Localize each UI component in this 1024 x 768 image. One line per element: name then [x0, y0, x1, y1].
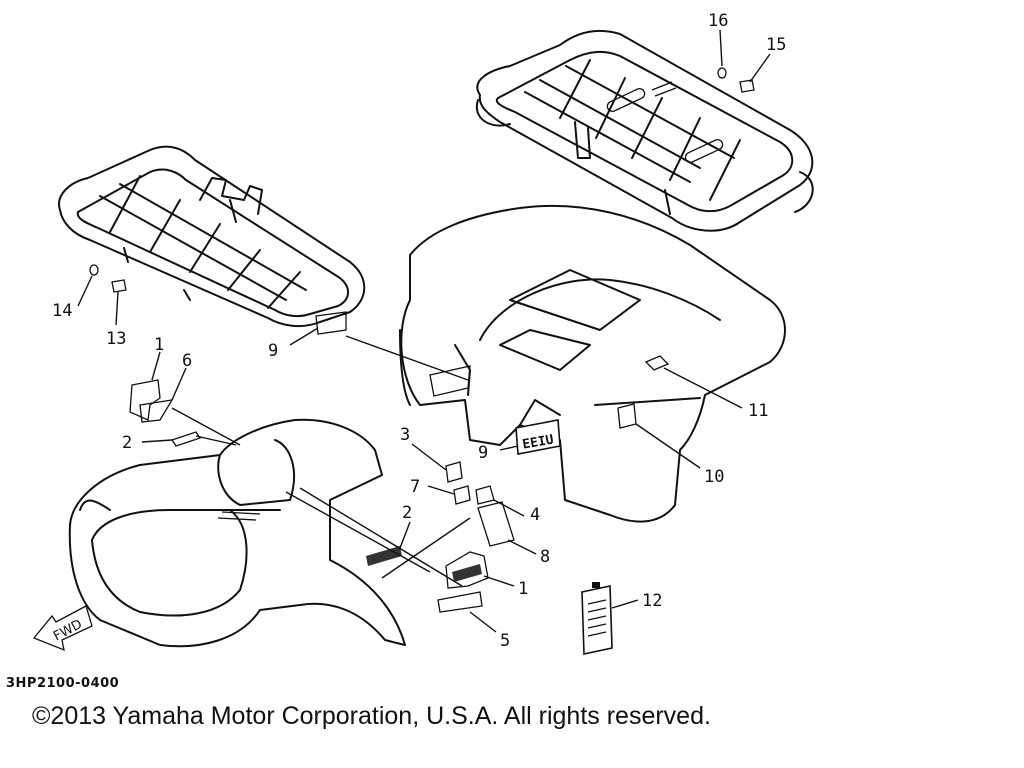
decals: [32, 67, 755, 655]
callout-3: 3: [400, 425, 410, 445]
callout-8: 8: [540, 547, 550, 567]
decal-text: EEIU: [521, 432, 555, 452]
callout-14: 14: [52, 301, 72, 321]
rear-fender: [399, 204, 786, 523]
callout-9-lower: 9: [478, 443, 488, 463]
callout-2-lower: 2: [402, 503, 412, 523]
callout-13: 13: [106, 329, 126, 349]
callout-5: 5: [500, 631, 510, 651]
front-carrier: [58, 145, 366, 328]
callout-7: 7: [410, 477, 420, 497]
callout-6: 6: [182, 351, 192, 371]
leader-lines: [77, 29, 771, 633]
callout-16: 16: [708, 11, 728, 31]
rear-carrier: [475, 29, 814, 232]
callout-12: 12: [642, 591, 662, 611]
callout-2-upper: 2: [122, 433, 132, 453]
callout-1-upper: 1: [154, 335, 164, 355]
callout-numbers: 1 1 2 2 3 4 5 6 7 8 9 9 10 11 12 13 14 1…: [52, 11, 786, 651]
callout-1-lower: 1: [518, 579, 528, 599]
callout-15: 15: [766, 35, 786, 55]
diagram-code: 3HP2100-0400: [6, 676, 120, 691]
callout-4: 4: [530, 505, 540, 525]
callout-9-upper: 9: [268, 341, 278, 361]
callout-10: 10: [704, 467, 724, 487]
front-fender: [68, 418, 406, 648]
callout-11: 11: [748, 401, 768, 421]
copyright-notice: ©2013 Yamaha Motor Corporation, U.S.A. A…: [32, 702, 711, 730]
